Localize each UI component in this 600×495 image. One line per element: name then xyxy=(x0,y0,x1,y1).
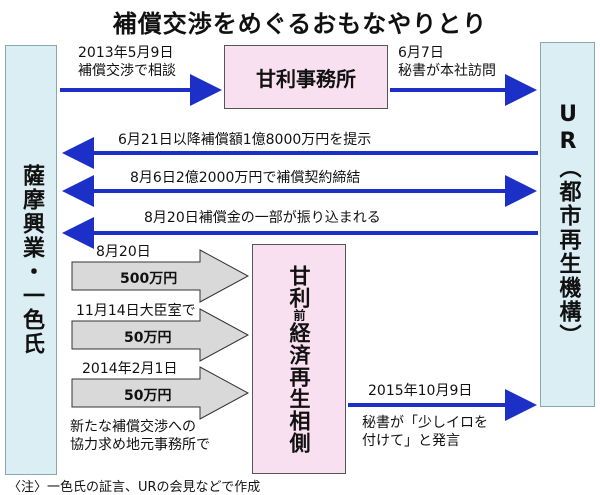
remark-date: 2015年10月9日 xyxy=(368,383,473,399)
left-entity-label: 薩摩興業・一色氏 xyxy=(19,164,44,356)
former-marker: 前 xyxy=(292,308,306,322)
payment-2-amount: 50万円 xyxy=(124,330,172,346)
label-consult-date: 2013年5月9日 xyxy=(78,45,174,61)
footnote: 〈注〉一色氏の証言、URの会見などで作成 xyxy=(8,480,261,495)
amari-office-label: 甘利事務所 xyxy=(256,66,356,91)
payment-2-date: 11月14日大臣室で xyxy=(76,303,196,319)
payment-1-amount: 500万円 xyxy=(120,271,178,287)
payment-arrow-3 xyxy=(71,366,250,420)
remark-line-1: 秘書が「少しイロを xyxy=(362,415,488,431)
right-entity-box: UR（都市再生機構） xyxy=(540,42,595,407)
amari-name-text: 甘利 xyxy=(287,264,311,309)
amari-side-line-1: 甘利前経済再生相側 xyxy=(284,265,314,454)
label-ur-offer: 6月21日以降補償額1億8000万円を提示 xyxy=(118,132,372,148)
request-note-line-2: 協力求め地元事務所で xyxy=(70,437,210,453)
amari-side-box: 甘利前経済再生相側 xyxy=(252,244,346,474)
left-entity-box: 薩摩興業・一色氏 xyxy=(5,45,57,475)
label-transfer: 8月20日補償金の一部が振り込まれる xyxy=(144,210,381,226)
amari-role-text: 経済再生相側 xyxy=(287,321,311,454)
amari-office-box: 甘利事務所 xyxy=(224,45,388,109)
remark-line-2: 付けて」と発言 xyxy=(362,433,460,449)
label-visit-date: 6月7日 xyxy=(398,45,444,61)
label-visit-text: 秘書が本社訪問 xyxy=(398,63,496,79)
right-entity-label: UR（都市再生機構） xyxy=(555,101,581,348)
payment-3-amount: 50万円 xyxy=(124,388,172,404)
payment-arrow-2 xyxy=(71,308,250,362)
label-consult-text: 補償交渉で相談 xyxy=(78,63,176,79)
payment-1-date: 8月20日 xyxy=(96,244,151,260)
payment-arrow-1 xyxy=(71,249,250,303)
payment-3-date: 2014年2月1日 xyxy=(82,361,178,377)
diagram-title: 補償交渉をめぐるおもなやりとり xyxy=(112,10,488,38)
label-contract: 8月6日2億2000万円で補償契約締結 xyxy=(130,170,361,186)
request-note-line-1: 新たな補償交渉への xyxy=(70,419,196,435)
